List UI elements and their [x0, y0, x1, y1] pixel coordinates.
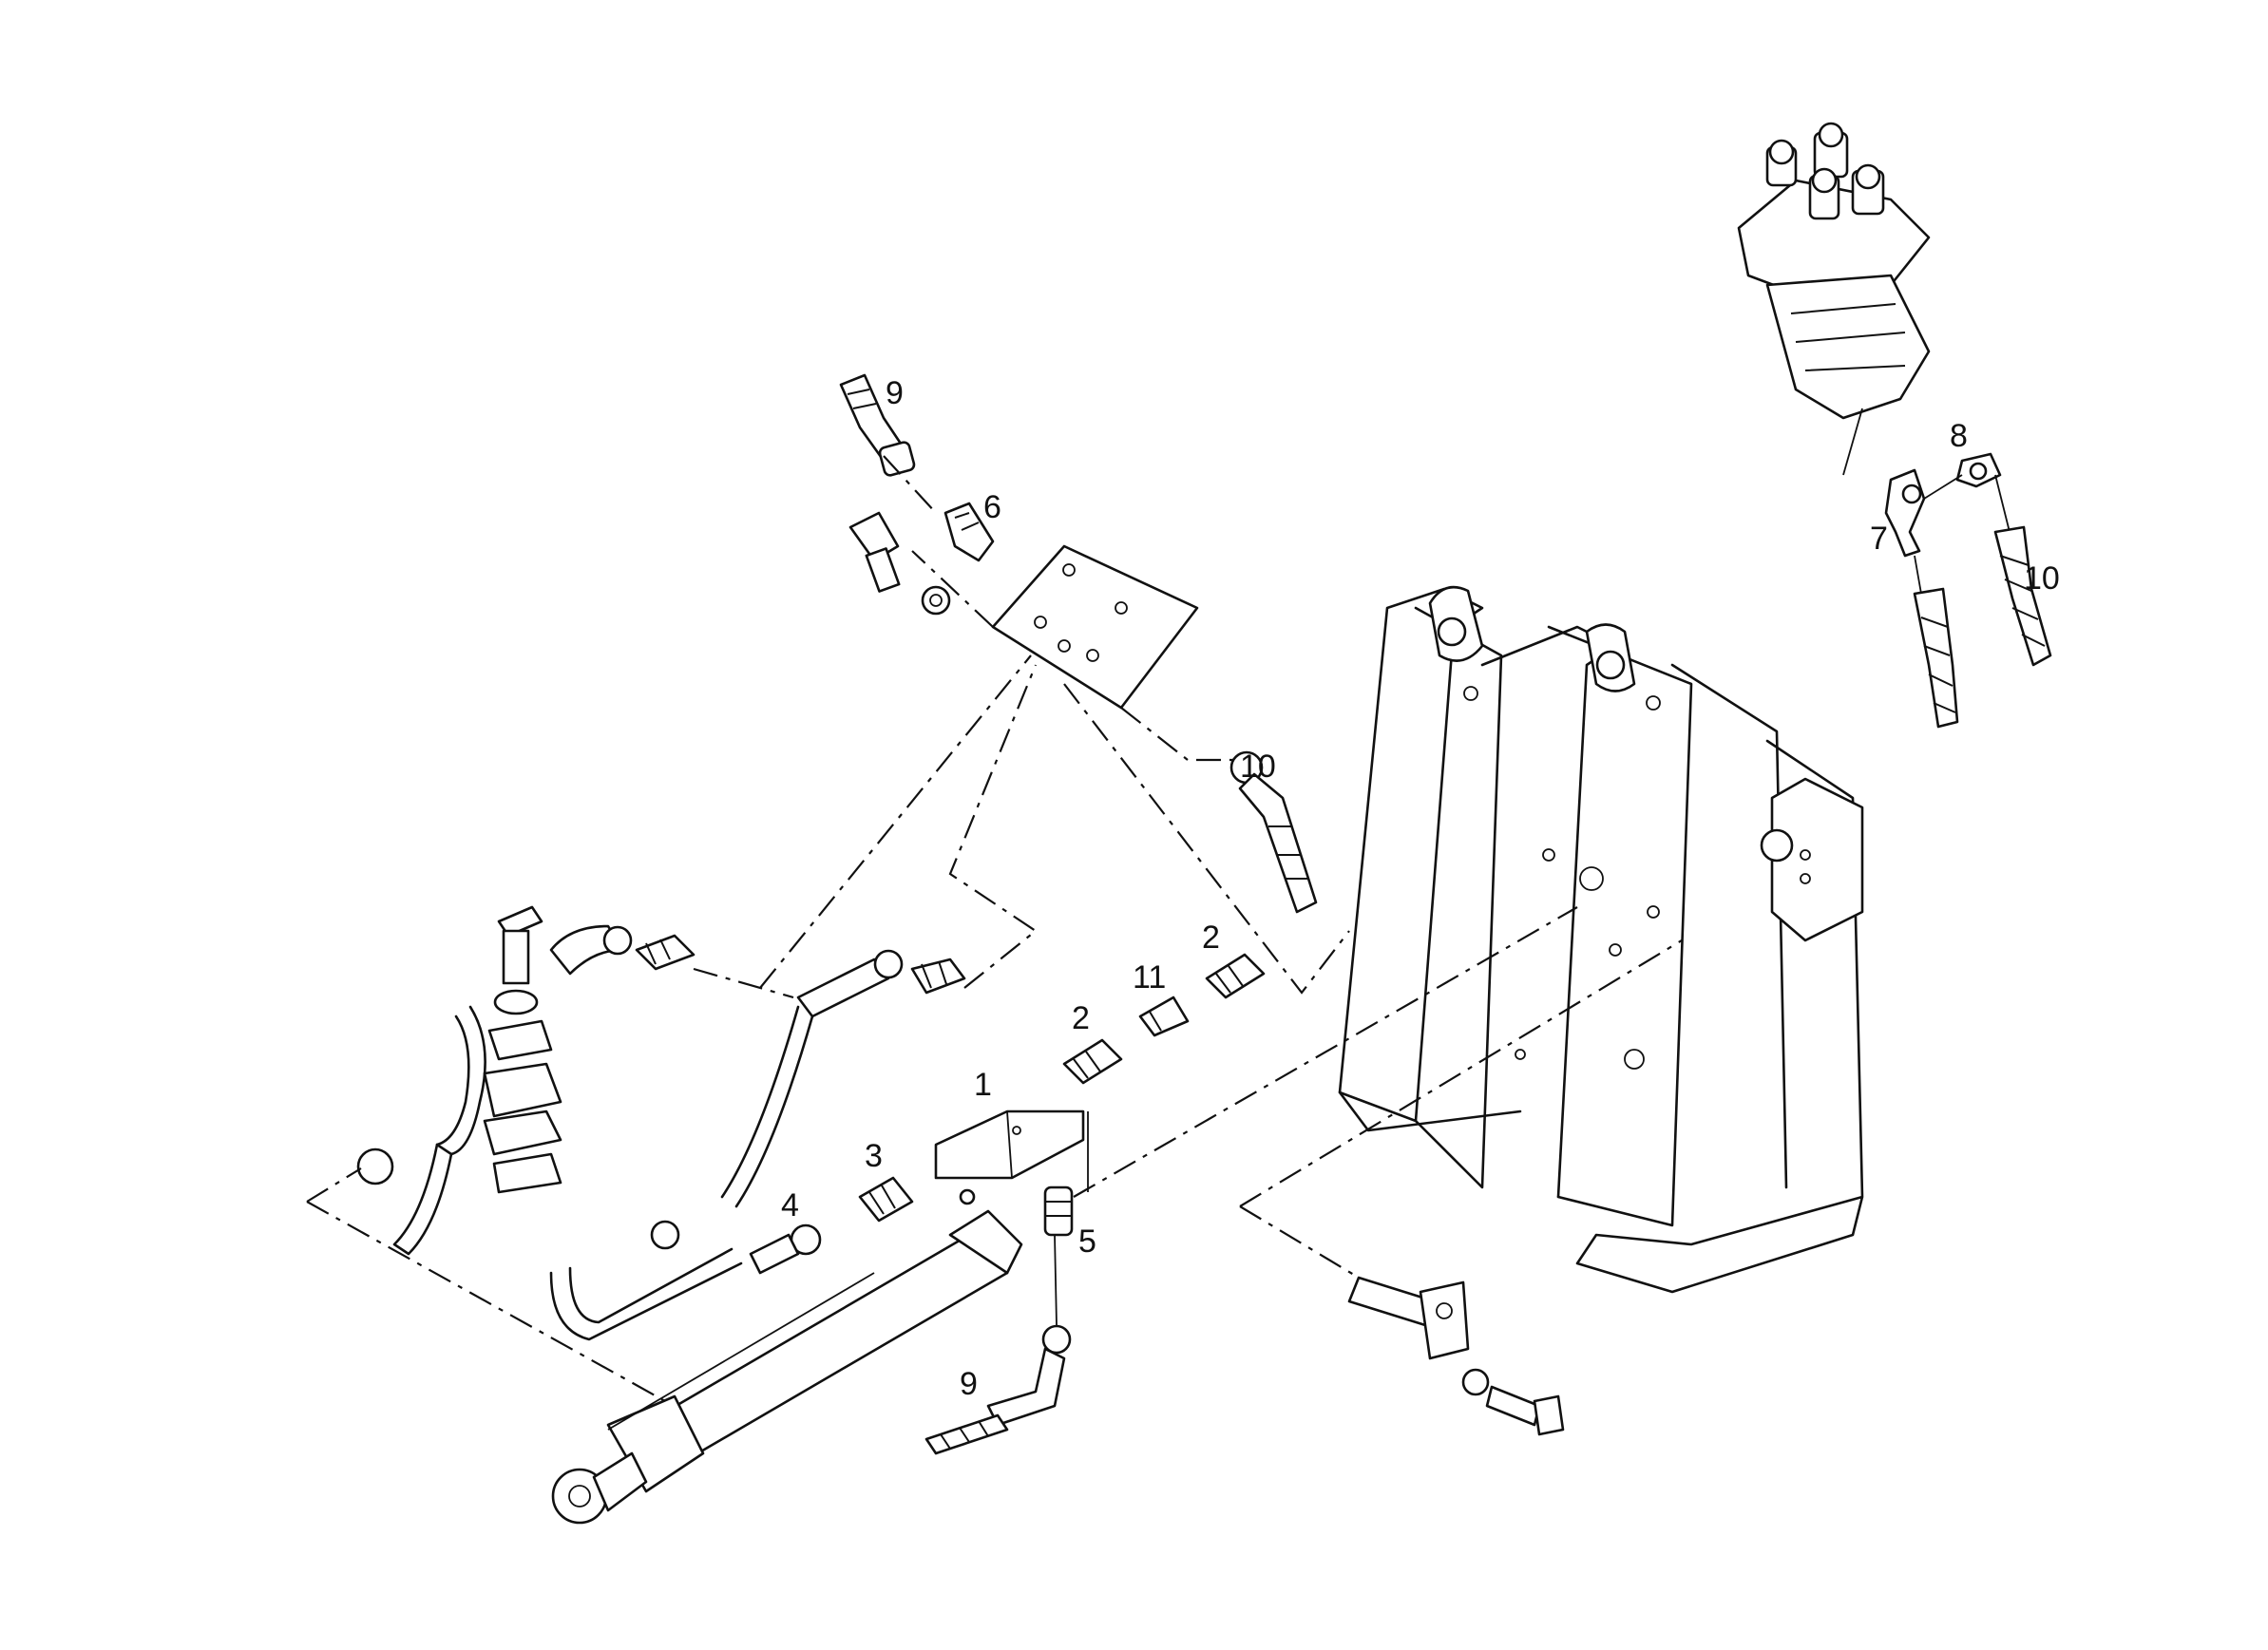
callout-11: 11	[1133, 959, 1166, 996]
callout-7: 7	[1870, 521, 1888, 557]
callout-9-upper: 9	[886, 375, 904, 411]
hydraulic-motor	[1737, 122, 2052, 729]
callout-4: 4	[781, 1187, 799, 1223]
valve-block-group	[790, 953, 1266, 1455]
pin-assembly	[1347, 1276, 1565, 1436]
callout-9-lower: 9	[960, 1366, 978, 1402]
callout-1: 1	[974, 1067, 992, 1103]
callout-3: 3	[865, 1138, 883, 1174]
callout-6: 6	[983, 489, 1001, 525]
bracket-frame	[1338, 585, 1864, 1294]
callout-2-lower: 2	[1072, 1000, 1090, 1036]
callout-10-right: 10	[2024, 560, 2060, 597]
mounting-plate-group	[839, 373, 1318, 914]
hydraulic-cylinder	[549, 1209, 1023, 1525]
callout-8: 8	[1950, 418, 1968, 454]
left-hoses	[356, 924, 966, 1256]
callout-2-upper: 2	[1202, 920, 1220, 956]
callout-5: 5	[1078, 1223, 1096, 1260]
callout-10-middle: 10	[1240, 749, 1276, 785]
clamp-assembly	[483, 905, 562, 1194]
callout-labels: 1 2 2 3 4 5 6 7 8 9 9 10 10 11	[781, 375, 2060, 1402]
assembly-lines	[306, 455, 1683, 1431]
